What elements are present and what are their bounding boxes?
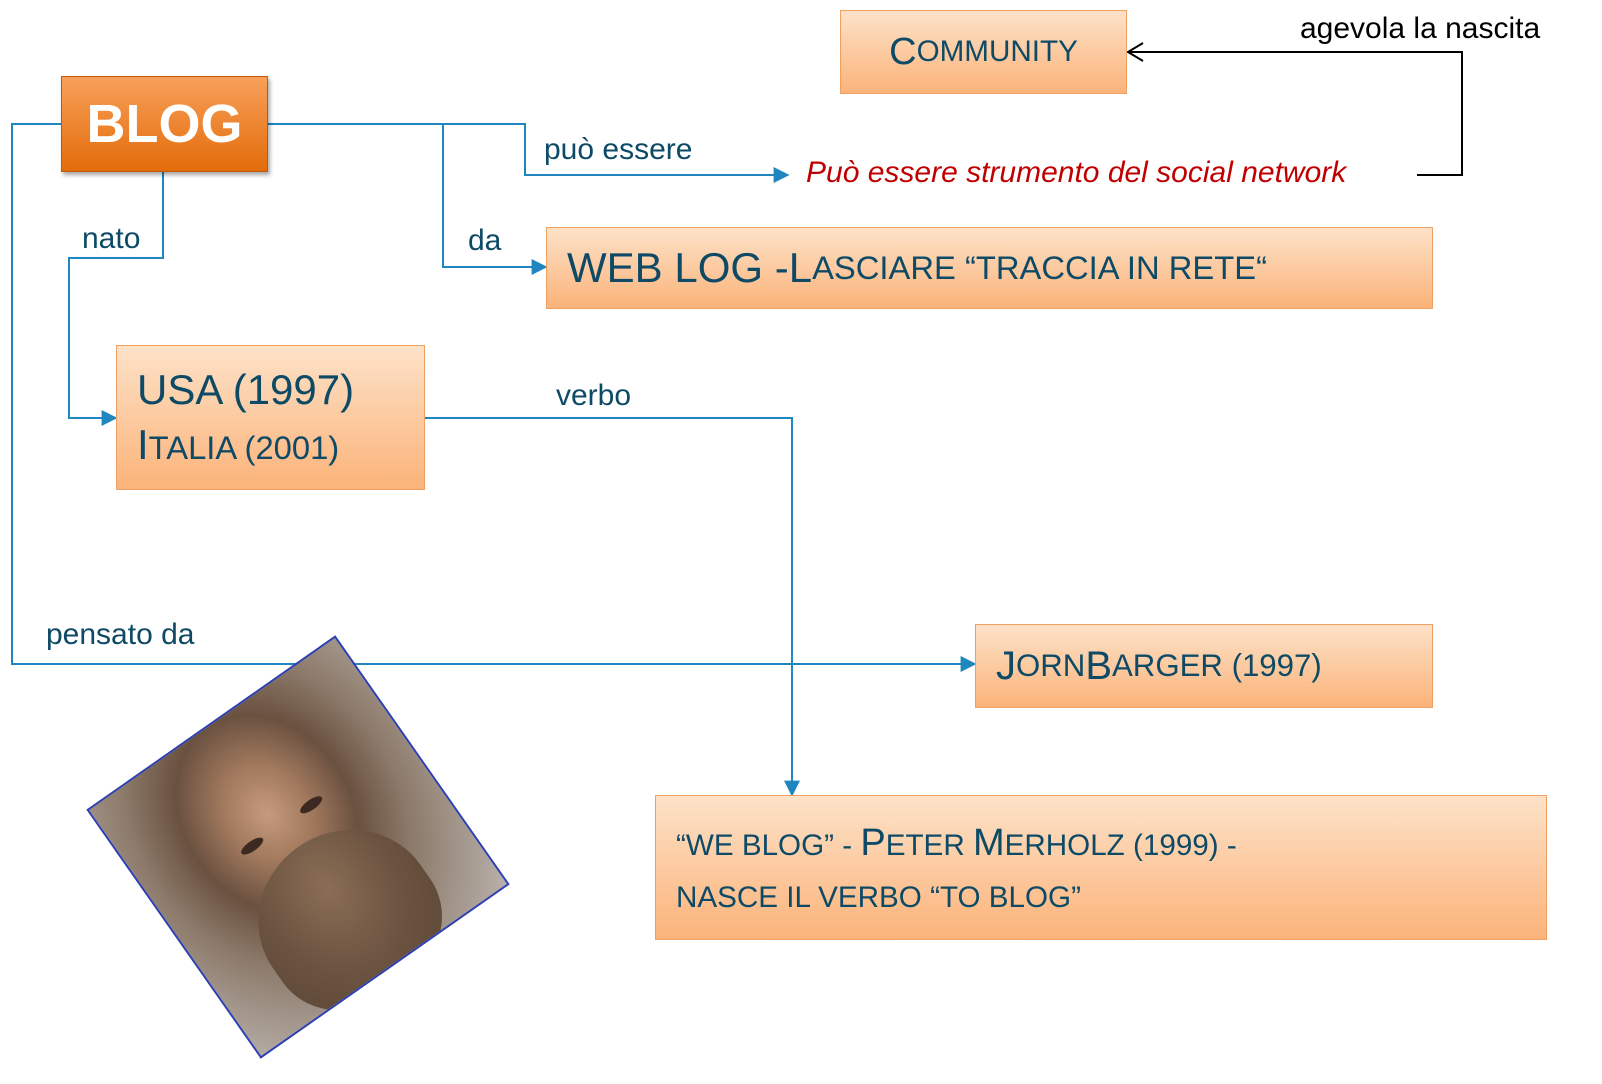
italia-first: I: [137, 420, 149, 468]
we-blog-erholz: ERHOLZ (1999) -: [1004, 829, 1237, 863]
we-blog-quote: “WE BLOG” -: [676, 829, 861, 863]
label-strumento: Può essere strumento del social network: [806, 156, 1347, 189]
edge-blog-nato: [68, 172, 164, 426]
barger-arger: ARGER (1997): [1112, 648, 1322, 683]
photo-eye-left: [238, 834, 266, 858]
barger-j: J: [996, 643, 1016, 688]
node-weblog-rest: ASCIARE “TRACCIA IN RETE“: [812, 249, 1267, 286]
node-we-blog: “WE BLOG” - PETER MERHOLZ (1999) - NASCE…: [655, 795, 1547, 940]
node-we-blog-line1: “WE BLOG” - PETER MERHOLZ (1999) -: [676, 813, 1237, 874]
node-blog: BLOG: [61, 76, 268, 172]
edge-blog-da: [442, 124, 548, 275]
edge-blog-pensato: [11, 123, 977, 672]
node-community-first: C: [889, 30, 917, 73]
label-pensato-da: pensato da: [46, 618, 195, 651]
node-we-blog-line2: NASCE IL VERBO “TO BLOG”: [676, 881, 1081, 915]
edge-community-arrowhead: [1126, 42, 1144, 62]
photo-eye-right: [297, 793, 325, 817]
edge-blog-puo-essere: [268, 123, 790, 183]
barger-b: B: [1085, 643, 1112, 688]
italia-rest: TALIA (2001): [148, 428, 340, 466]
label-agevola: agevola la nascita: [1300, 12, 1541, 45]
label-puo-essere: può essere: [544, 133, 693, 166]
node-usa-line: USA (1997): [137, 363, 354, 418]
edge-strumento-community: [1128, 51, 1463, 176]
edge-usa-verbo: [425, 417, 800, 797]
label-nato: nato: [82, 222, 141, 255]
label-verbo: verbo: [556, 379, 632, 412]
we-blog-m: M: [972, 822, 1005, 865]
usa-text: USA (1997): [137, 365, 355, 413]
node-blog-label: BLOG: [86, 94, 243, 154]
we-blog-p: P: [860, 822, 886, 865]
node-community-rest: OMMUNITY: [916, 35, 1078, 68]
node-weblog-main: WEB LOG -: [567, 244, 789, 291]
we-blog-eter: ETER: [885, 829, 973, 863]
barger-orn: ORN: [1016, 648, 1086, 683]
node-usa-italia: USA (1997) ITALIA (2001): [116, 345, 425, 490]
node-weblog-first: L: [788, 244, 813, 291]
node-italia-line: ITALIA (2001): [137, 418, 339, 473]
label-da: da: [468, 224, 502, 257]
